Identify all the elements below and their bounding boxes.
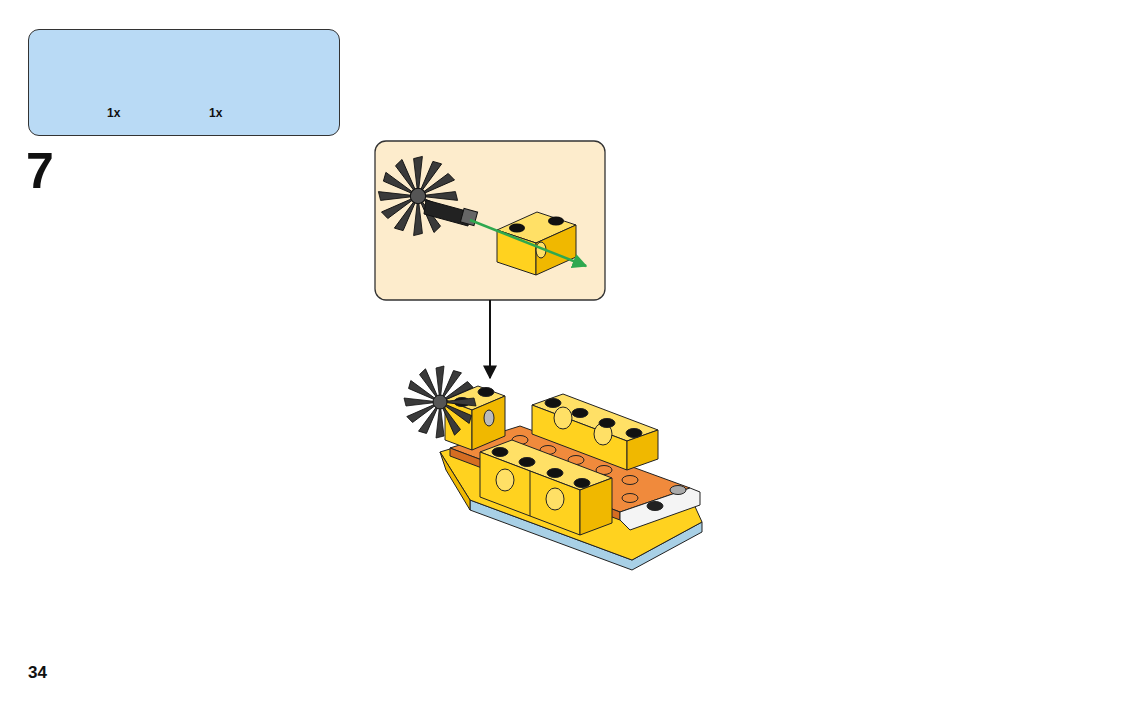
part-count: 1x [209, 106, 222, 120]
axle [424, 200, 478, 226]
callout-box [375, 141, 605, 300]
step-number: 7 [26, 146, 54, 196]
parts-panel: 1x 1x [28, 29, 340, 136]
propeller [404, 366, 476, 438]
part-count: 1x [107, 106, 120, 120]
insert-arrow [470, 220, 586, 266]
boat-model [440, 386, 702, 570]
pointer-arrow [489, 300, 491, 378]
propeller [378, 156, 457, 235]
page-number: 34 [28, 664, 47, 681]
technic-brick [497, 212, 576, 275]
